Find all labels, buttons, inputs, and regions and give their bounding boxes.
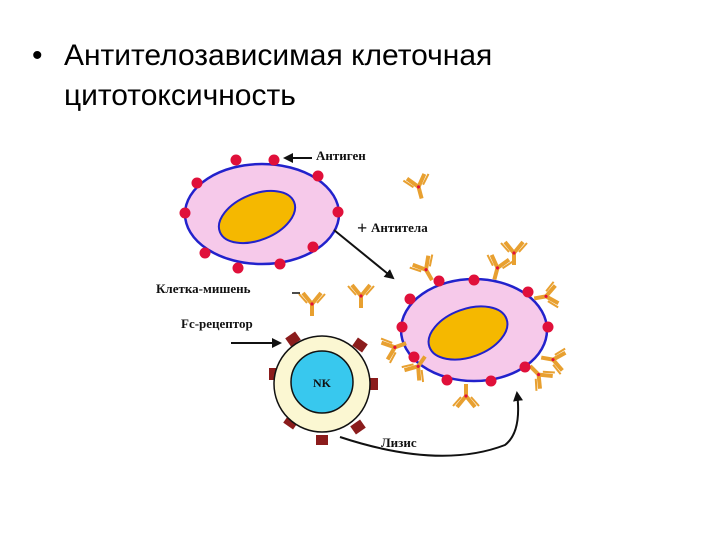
antigen-label: Антиген: [316, 148, 366, 163]
fc-receptors: [269, 331, 378, 445]
lysis-arrow: [339, 391, 523, 457]
bullet-item: • Антителозависимая клеточная цитотоксич…: [32, 36, 692, 116]
target-cell-upper: [179, 154, 344, 274]
nk-nucleus: [290, 350, 354, 414]
target-cell-label: Клетка-мишень: [156, 281, 251, 296]
cell-nucleus: [217, 189, 297, 245]
nk-cell: NK: [269, 331, 378, 445]
target-cell-coated: [378, 240, 569, 409]
lysis-label: Лизис: [381, 435, 417, 450]
nk-label: NK: [313, 376, 332, 390]
cell-nucleus: [427, 305, 509, 361]
antigen-dots: [396, 274, 554, 387]
antigen-dots: [179, 154, 344, 274]
slide-title: Антителозависимая клеточная цитотоксично…: [63, 39, 493, 112]
antibodies-label: Антитела: [371, 220, 428, 235]
binding-arrow: [333, 229, 395, 280]
fc-receptor-label: Fc-рецептор: [181, 316, 253, 331]
bullet-marker: •: [32, 39, 43, 72]
plus-sign: +: [357, 218, 367, 238]
